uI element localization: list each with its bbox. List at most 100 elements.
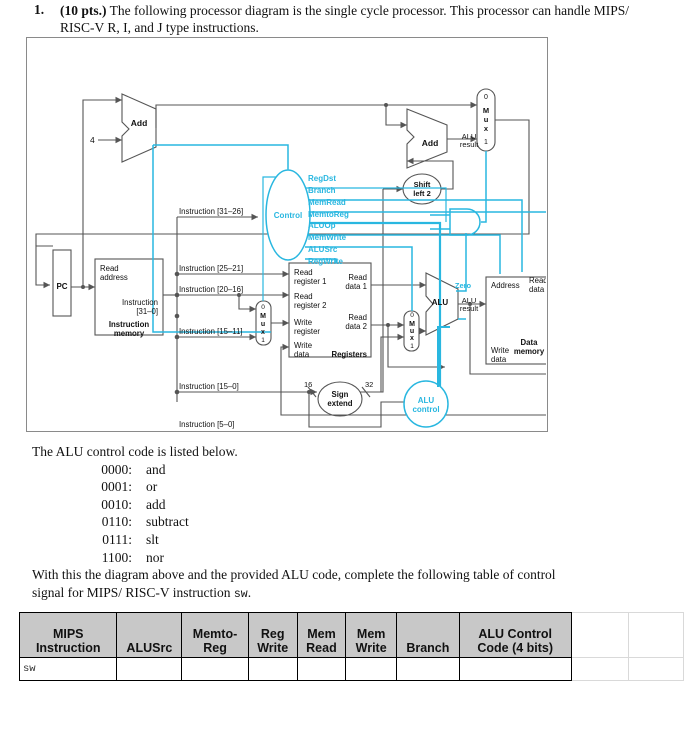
label-data-memory-a: Data [521,338,539,347]
alu-code-row: 0000:and [32,461,652,479]
alu-intro: The ALU control code is listed below. [32,444,238,459]
th-memtoreg: Memto- Reg [181,612,249,658]
table-row: sw [18,657,684,681]
alu-code: 0000: [101,461,132,477]
empty-body-cell[interactable] [570,657,629,681]
label-mux-top-x: x [484,124,489,133]
label-registers: Registers [331,350,367,359]
cell-memread[interactable] [296,657,347,681]
datapath-svg: Add 4 Add ALU result Shift left 2 0 M u … [35,88,546,429]
signal-branch: Branch [308,186,336,195]
th-line2: Reg [203,641,227,655]
label-read-register-2a: Read [294,292,313,301]
th-branch: Branch [396,612,460,658]
processor-datapath-diagram: Add 4 Add ALU result Shift left 2 0 M u … [26,37,548,432]
empty-body-cell[interactable] [627,657,684,681]
label-instruction-31-0-b: [31–0] [136,307,158,316]
alu-code: 0001: [101,479,132,495]
control-signal-table[interactable]: MIPS Instruction ALUSrc Memto- Reg Reg W… [18,612,684,681]
label-read-address-2: address [100,273,128,282]
label-sign-extend-b: extend [327,399,352,408]
alu-op: add [146,496,166,512]
label-instr-31-26: Instruction [31–26] [179,207,243,216]
alu-op: or [146,479,158,495]
th-line2: Write [355,641,387,655]
th-line2: Branch [406,641,450,655]
label-alusrc-mux-u: u [410,328,414,335]
empty-header-cell[interactable] [570,612,629,658]
th-memread: Mem Read [296,612,347,658]
label-instruction-memory-a: Instruction [109,320,150,329]
label-mux-top-m: M [483,106,489,115]
th-regwrite: Reg Write [247,612,298,658]
signal-aluop: ALUOp [308,221,336,230]
cell-memwrite[interactable] [345,657,398,681]
th-line2: Write [257,641,289,655]
label-width-32: 32 [365,380,373,389]
label-read-register-2b: register 2 [294,301,327,310]
label-const-four: 4 [90,135,95,145]
label-alu-control-a: ALU [418,396,435,405]
label-shift-left-2-b: left 2 [413,189,431,198]
label-sign-extend-a: Sign [332,390,349,399]
alu-op: subtract [146,514,189,530]
th-alusrc: ALUSrc [116,612,183,658]
cell-alusrc[interactable] [116,657,183,681]
label-write-data-reg-a: Write [294,341,312,350]
question-points: (10 pts.) [60,3,107,18]
label-regdst-mux-x: x [261,329,265,336]
question-statement: The following processor diagram is the s… [60,3,630,35]
label-control: Control [274,211,302,220]
th-line1: Mem [307,627,336,641]
label-instr-5-0: Instruction [5–0] [179,420,234,429]
alu-code-row: 0001: or [32,478,652,496]
label-branch-alu-result-1: ALU [462,132,477,141]
label-mux-top-u: u [484,115,489,124]
table-header-row: MIPS Instruction ALUSrc Memto- Reg Reg W… [18,612,684,658]
alu-code-row: 1100:nor [32,549,652,567]
alu-op: nor [146,549,164,565]
label-alusrc-mux-m: M [409,321,415,328]
label-alusrc-mux-0: 0 [410,312,414,319]
question-text: (10 pts.) The following processor diagra… [60,2,656,36]
th-alu-control-code: ALU Control Code (4 bits) [458,612,572,658]
cell-branch[interactable] [396,657,460,681]
alu-code: 0010: [101,496,132,512]
cell-regwrite[interactable] [247,657,298,681]
signal-memwrite: MemWrite [308,233,347,242]
label-instr-15-0: Instruction [15–0] [179,382,239,391]
th-line1: ALU Control [478,627,552,641]
signal-memtoreg: MemtoReg [308,210,349,219]
cell-instruction[interactable]: sw [18,657,118,681]
label-data-memory-b: memory [514,347,545,356]
label-regdst-mux-0: 0 [261,304,265,311]
th-line1: MIPS [52,627,84,641]
label-alusrc-mux-x: x [410,335,414,342]
label-write-data-mem-a: Write [491,346,509,355]
label-write-data-reg-b: data [294,350,310,359]
label-read-data-2b: data 2 [345,322,367,331]
empty-header-cell[interactable] [627,612,684,658]
label-alu-control-b: control [412,405,439,414]
label-instr-15-11: Instruction [15–11] [179,327,243,336]
label-write-register-a: Write [294,318,312,327]
label-mux-top-0: 0 [484,94,488,101]
alu-code: 0110: [101,514,132,530]
label-regdst-mux-1: 1 [261,337,265,344]
th-line1: Mem [356,627,386,641]
signal-alusrc: ALUSrc [308,245,338,254]
label-alu-result-a: ALU [462,296,477,305]
question-number: 1. [34,2,45,17]
label-alu: ALU [432,298,449,307]
label-read-register-1b: register 1 [294,277,327,286]
cell-memtoreg[interactable] [181,657,249,681]
task-line-2-period: . [247,584,252,600]
th-line2: ALUSrc [126,641,173,655]
th-memwrite: Mem Write [345,612,398,658]
label-instruction-memory-b: memory [114,329,145,338]
label-width-16: 16 [304,380,312,389]
signal-regwrite: RegWrite [308,257,344,266]
cell-alu-control-code[interactable] [458,657,572,681]
th-line2: Read [306,641,337,655]
label-read-data-1b: data 1 [345,282,367,291]
